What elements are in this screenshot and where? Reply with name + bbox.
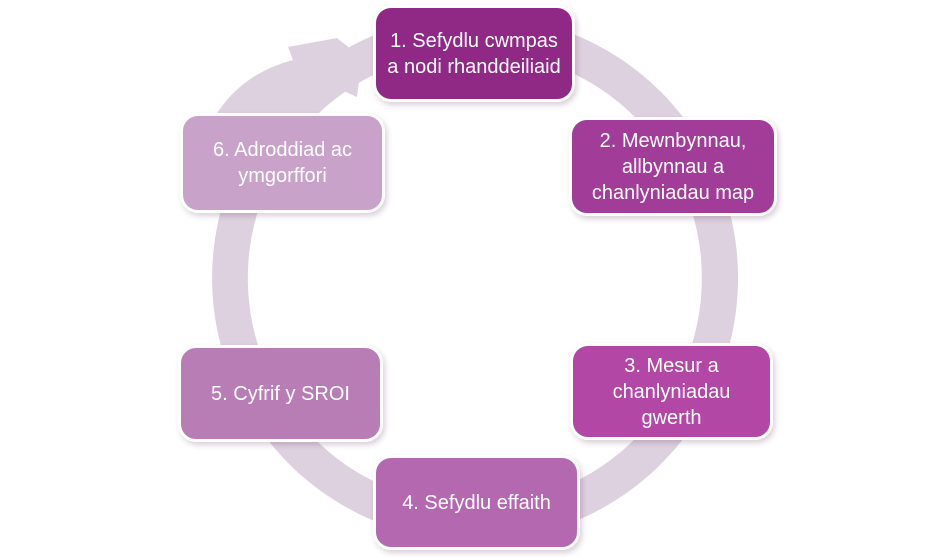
step-label-5: 5. Cyfrif y SROI (211, 382, 350, 405)
step-box-3: 3. Mesur a chanlyniadau gwerth (570, 343, 773, 440)
step-label-3: 3. Mesur a chanlyniadau gwerth (612, 354, 731, 429)
step-box-2: 2. Mewnbynnau, allbynnau a chanlyniadau … (569, 117, 777, 216)
step-label-1: 1. Sefydlu cwmpas a nodi rhanddeiliaid (387, 29, 561, 78)
cycle-arrow-head-icon (214, 38, 362, 118)
step-box-1: 1. Sefydlu cwmpas a nodi rhanddeiliaid (373, 5, 575, 102)
step-label-2: 2. Mewnbynnau, allbynnau a chanlyniadau … (591, 129, 755, 204)
step-box-4: 4. Sefydlu effaith (373, 455, 580, 550)
step-label-4: 4. Sefydlu effaith (402, 491, 551, 514)
step-label-6: 6. Adroddiad ac ymgorffori (213, 139, 352, 187)
step-box-6: 6. Adroddiad ac ymgorffori (180, 113, 385, 213)
step-box-5: 5. Cyfrif y SROI (178, 345, 383, 442)
